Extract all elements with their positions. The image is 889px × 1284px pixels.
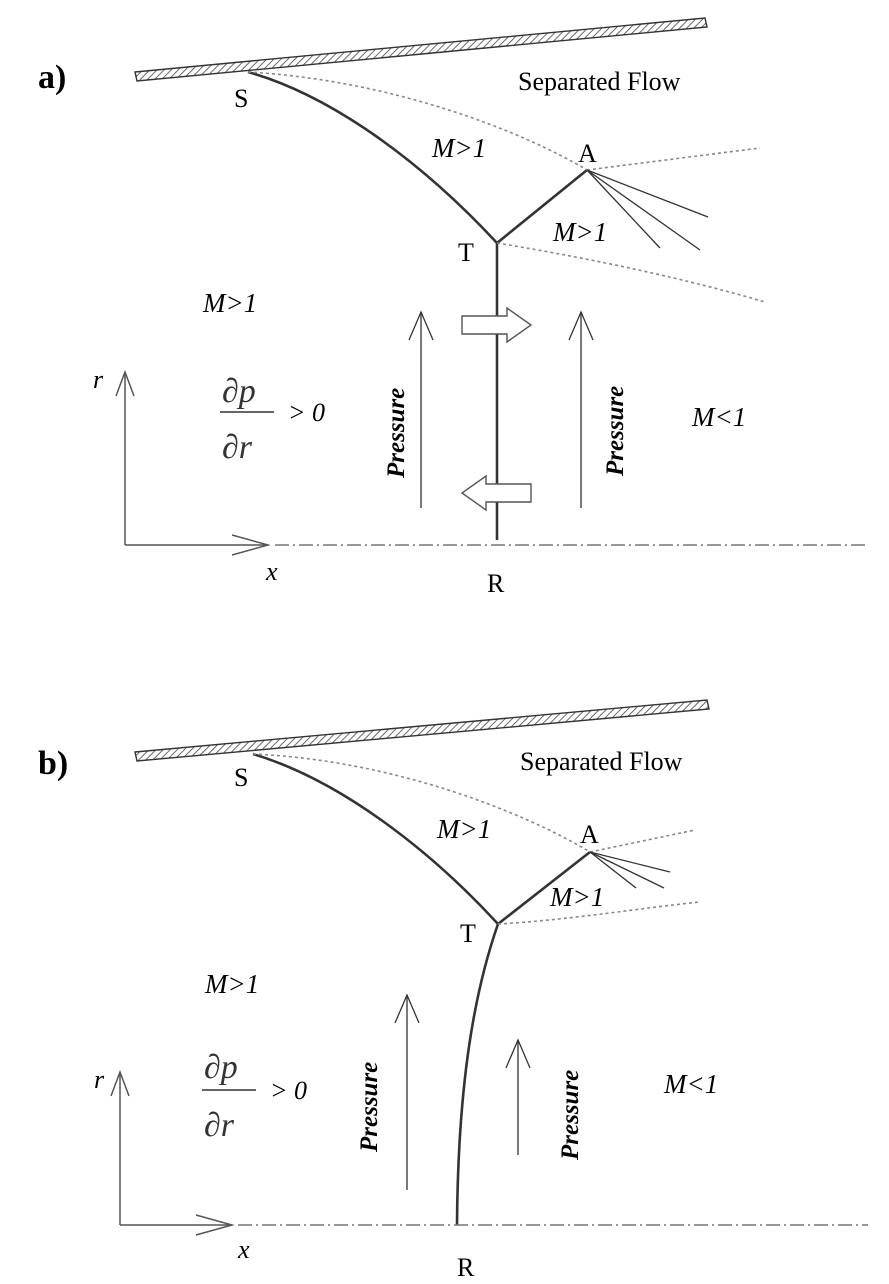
point-a-label: A (580, 820, 599, 849)
point-r-label: R (487, 569, 505, 598)
point-t-label: T (460, 919, 476, 948)
axis-r-label: r (94, 1065, 105, 1094)
pressure-right-label: Pressure (557, 1070, 584, 1161)
slip-line (496, 242, 766, 303)
nozzle-wall (134, 17, 708, 82)
gradient-numerator: ∂p (204, 1049, 238, 1086)
block-arrow-left (460, 474, 532, 512)
reflected-shock (496, 168, 588, 245)
point-a-label: A (578, 139, 597, 168)
panel-label: b) (38, 745, 68, 782)
mach-reflected-label: M>1 (549, 882, 604, 912)
jet-boundary (586, 147, 761, 171)
gradient-relation: > 0 (270, 1076, 307, 1105)
pressure-arrow-right (505, 1038, 531, 1155)
separated-flow-label: Separated Flow (518, 67, 681, 96)
mach-upper-label: M>1 (436, 814, 491, 844)
expansion-fan (589, 851, 671, 889)
block-arrow-right (461, 306, 533, 344)
expansion-fan (586, 169, 709, 251)
separated-flow-label: Separated Flow (520, 747, 683, 776)
mach-left-label: M>1 (204, 969, 259, 999)
pressure-left-label: Pressure (356, 1062, 383, 1153)
nozzle-wall (134, 699, 710, 762)
pressure-arrow-left (394, 993, 420, 1190)
panel-label: a) (38, 59, 66, 96)
pressure-right-label: Pressure (602, 386, 629, 477)
axis-r-label: r (93, 365, 104, 394)
gradient-relation: > 0 (288, 398, 325, 427)
gradient-denominator: ∂r (222, 429, 253, 466)
incident-shock (247, 70, 498, 244)
jet-boundary (589, 829, 696, 853)
axis-x-label: x (265, 557, 278, 586)
mach-right-label: M<1 (691, 402, 746, 432)
slip-line (497, 901, 701, 925)
gradient-numerator: ∂p (222, 373, 256, 410)
pressure-arrow-left (408, 310, 434, 508)
point-s-label: S (234, 763, 248, 792)
mach-left-label: M>1 (202, 288, 257, 318)
pressure-arrow-right (568, 310, 594, 508)
separation-line (252, 753, 591, 853)
separation-line (247, 71, 588, 171)
mach-reflected-label: M>1 (552, 217, 607, 247)
incident-shock (252, 752, 499, 925)
panel-a: a) S A T R Separated Flow M>1 M>1 M>1 M<… (38, 17, 868, 598)
mach-stem (455, 923, 500, 1226)
panel-b: b) S A T R Separated Flow M>1 M>1 M>1 M<… (38, 699, 868, 1282)
coordinate-axes (115, 369, 271, 556)
reflected-shock (497, 850, 591, 926)
point-r-label: R (457, 1253, 475, 1282)
axis-x-label: x (237, 1235, 250, 1264)
point-s-label: S (234, 84, 248, 113)
mach-right-label: M<1 (663, 1069, 718, 1099)
gradient-denominator: ∂r (204, 1107, 235, 1144)
coordinate-axes (110, 1069, 235, 1236)
point-t-label: T (458, 238, 474, 267)
pressure-left-label: Pressure (383, 388, 410, 479)
mach-upper-label: M>1 (431, 133, 486, 163)
